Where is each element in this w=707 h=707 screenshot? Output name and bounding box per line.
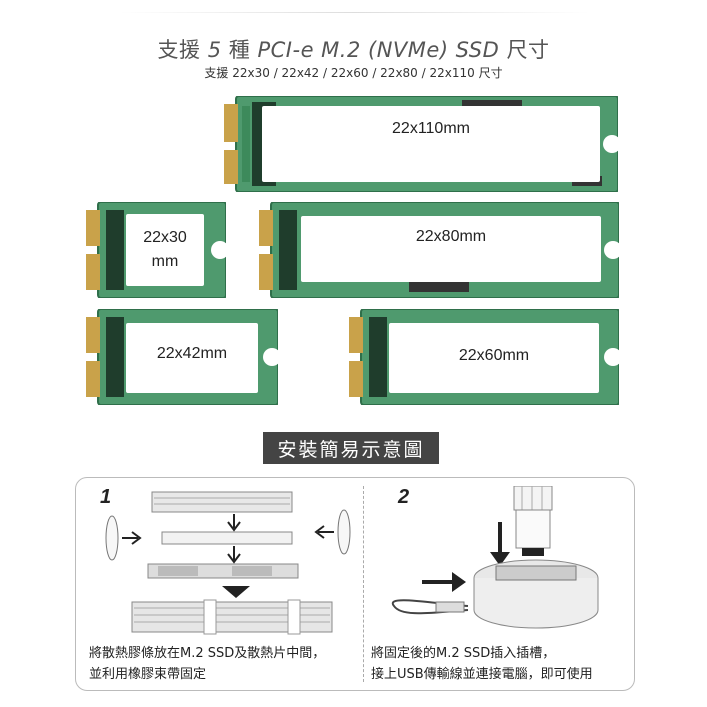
ssd-size-label-line1: 22x30 bbox=[143, 229, 187, 246]
ssd-size-label: 22x80mm bbox=[301, 216, 601, 282]
step-2-number: 2 bbox=[398, 486, 410, 508]
install-diagram-title: 安裝簡易示意圖 bbox=[263, 432, 439, 464]
page-title: 支援 5 種 PCI-e M.2 (NVMe) SSD 尺寸 bbox=[157, 38, 550, 62]
ssd-card-22x80: 22x80mm bbox=[259, 202, 619, 298]
ssd-card-22x30: 22x30 mm bbox=[86, 202, 226, 298]
ssd-card-22x60: 22x60mm bbox=[349, 309, 619, 405]
ssd-size-label: 22x42mm bbox=[126, 323, 258, 393]
step-2-illustration bbox=[391, 486, 599, 629]
step-1-caption-line1: 將散熱膠條放在M.2 SSD及散熱片中間， bbox=[89, 646, 326, 661]
step-2-caption-line1: 將固定後的M.2 SSD插入插槽， bbox=[371, 646, 556, 661]
top-divider bbox=[120, 12, 590, 13]
step-2-caption-line2: 接上USB傳輸線並連接電腦，即可使用 bbox=[371, 667, 593, 682]
ssd-size-label: 22x60mm bbox=[389, 323, 599, 393]
ssd-card-22x110: 22x110mm bbox=[222, 96, 618, 192]
step-divider bbox=[363, 486, 364, 682]
step-1-caption-line2: 並利用橡膠束帶固定 bbox=[89, 667, 207, 682]
ssd-size-label: 22x30 mm bbox=[126, 214, 204, 286]
ssd-size-label: 22x110mm bbox=[262, 106, 600, 182]
step-1-caption: 將散熱膠條放在M.2 SSD及散熱片中間， 並利用橡膠束帶固定 bbox=[89, 643, 325, 685]
step-1-number: 1 bbox=[100, 486, 112, 508]
step-2-caption: 將固定後的M.2 SSD插入插槽， 接上USB傳輸線並連接電腦，即可使用 bbox=[371, 643, 593, 685]
step-1-illustration bbox=[105, 491, 351, 635]
page-subtitle: 支援 22x30 / 22x42 / 22x60 / 22x80 / 22x11… bbox=[204, 66, 503, 80]
ssd-card-22x42: 22x42mm bbox=[86, 309, 278, 405]
ssd-size-label-line2: mm bbox=[151, 253, 179, 270]
